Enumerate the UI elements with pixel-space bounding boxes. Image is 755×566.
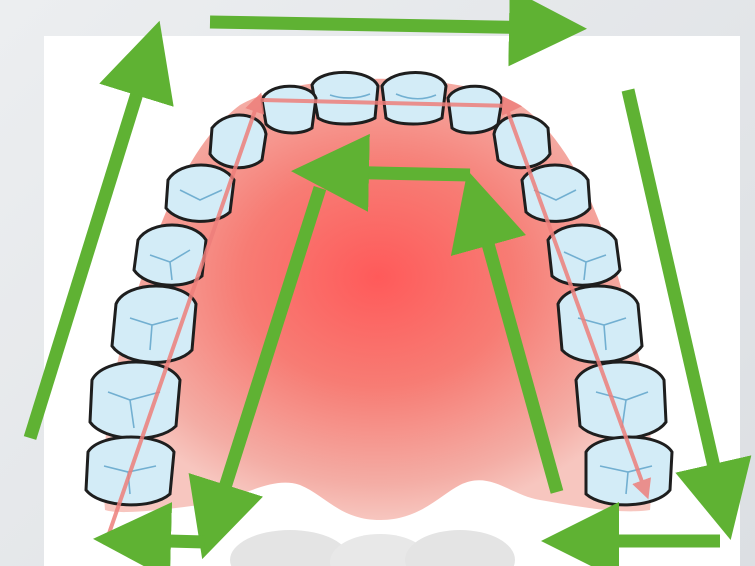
tooth-left-molar-2	[90, 362, 180, 438]
outer-arrow-top-right	[210, 22, 548, 28]
tooth-incisor-3	[262, 86, 316, 133]
inner-arrow-top-left	[330, 172, 470, 175]
tooth-incisor-4	[448, 86, 502, 133]
lower-shadow	[230, 530, 515, 566]
inner-arrow-bottom-left	[132, 540, 205, 542]
tooth-left-premolar-1	[166, 165, 234, 221]
tooth-right-canine	[494, 115, 550, 168]
tooth-left-premolar-2	[134, 225, 206, 285]
